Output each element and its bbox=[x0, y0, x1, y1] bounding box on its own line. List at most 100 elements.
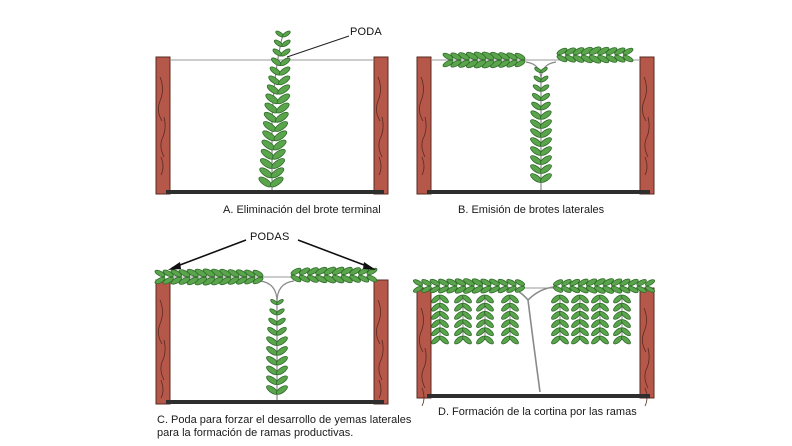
leaf bbox=[307, 267, 319, 276]
leaf bbox=[540, 84, 550, 92]
leaf bbox=[588, 54, 602, 64]
leaf bbox=[471, 278, 484, 287]
leaf bbox=[579, 319, 589, 328]
leaf bbox=[202, 276, 216, 286]
leaf bbox=[610, 278, 623, 287]
leaf bbox=[585, 278, 598, 287]
leaf bbox=[644, 279, 656, 287]
leaf bbox=[332, 274, 345, 284]
leaf bbox=[498, 52, 510, 61]
leaf bbox=[484, 335, 494, 345]
leaf bbox=[484, 319, 494, 328]
leaf bbox=[569, 285, 581, 294]
leaf bbox=[539, 119, 552, 129]
leaf bbox=[559, 302, 569, 312]
leaf bbox=[572, 47, 585, 56]
leaf bbox=[276, 327, 287, 336]
leaf bbox=[621, 335, 631, 345]
leaf bbox=[540, 75, 549, 83]
wood-grain bbox=[376, 76, 384, 176]
leaf bbox=[349, 267, 361, 276]
leaf bbox=[421, 279, 432, 287]
leaf bbox=[561, 279, 572, 287]
leaf bbox=[484, 311, 494, 320]
leaf bbox=[236, 276, 248, 285]
leaf bbox=[275, 346, 288, 356]
leaf bbox=[458, 52, 470, 61]
leaf bbox=[514, 52, 526, 61]
trellis-post bbox=[373, 56, 389, 195]
leaf bbox=[178, 276, 191, 285]
leaf bbox=[490, 59, 502, 69]
leaf bbox=[614, 47, 626, 56]
trellis-frames bbox=[155, 56, 655, 407]
ground-line bbox=[427, 394, 650, 398]
leaf bbox=[597, 46, 610, 56]
leaf bbox=[539, 137, 552, 147]
wood-grain bbox=[419, 76, 427, 176]
leaf bbox=[588, 46, 602, 56]
leaf bbox=[202, 268, 216, 278]
podas-arrow-left bbox=[171, 239, 247, 269]
leaf bbox=[619, 285, 631, 294]
leaf bbox=[509, 327, 519, 337]
leaf bbox=[599, 335, 609, 345]
leaf bbox=[579, 302, 589, 312]
leaf bbox=[636, 285, 647, 293]
leaf bbox=[619, 278, 631, 287]
leaf bbox=[556, 54, 568, 63]
leaf bbox=[621, 302, 631, 312]
leaf bbox=[539, 164, 552, 174]
leaf bbox=[572, 54, 585, 63]
podas-arrowhead-right bbox=[363, 262, 376, 270]
leaf bbox=[275, 111, 289, 123]
leaf bbox=[539, 128, 552, 138]
leaf bbox=[514, 59, 526, 68]
leaf bbox=[277, 84, 291, 95]
leaf bbox=[509, 302, 519, 312]
leaf bbox=[280, 48, 291, 57]
leaf bbox=[439, 335, 449, 345]
leaf bbox=[442, 59, 454, 68]
leaf bbox=[462, 319, 472, 328]
caption-c-line1: C. Poda para forzar el desarrollo de yem… bbox=[157, 414, 412, 426]
leaf bbox=[429, 278, 441, 287]
leaf bbox=[340, 266, 353, 276]
leaf bbox=[276, 308, 285, 316]
leaf bbox=[279, 66, 291, 76]
leaf bbox=[279, 57, 291, 67]
caption-d: D. Formación de la cortina por las ramas bbox=[438, 406, 637, 418]
leaf bbox=[454, 285, 467, 294]
leaf bbox=[579, 327, 589, 337]
leaf bbox=[412, 285, 424, 293]
leaf bbox=[621, 294, 631, 304]
leaf bbox=[605, 47, 618, 56]
leaf bbox=[340, 274, 353, 284]
leaf bbox=[463, 285, 475, 294]
leaf bbox=[194, 276, 207, 286]
leaf bbox=[162, 269, 174, 278]
leaf bbox=[602, 285, 614, 294]
trellis-post bbox=[416, 56, 432, 195]
leaf bbox=[315, 274, 328, 284]
leaf bbox=[219, 276, 232, 286]
podas-label: PODAS bbox=[250, 231, 290, 243]
leaf bbox=[194, 268, 207, 278]
leaf bbox=[509, 311, 519, 320]
ground-line bbox=[166, 400, 384, 404]
leaf bbox=[323, 274, 336, 284]
leaf bbox=[579, 294, 589, 304]
leaf bbox=[252, 269, 264, 278]
leaf bbox=[621, 319, 631, 328]
podas-arrowhead-left bbox=[168, 262, 181, 270]
leaf bbox=[298, 274, 310, 283]
leaf bbox=[275, 355, 288, 366]
leaf bbox=[439, 319, 449, 328]
leaf bbox=[497, 278, 509, 287]
leaf bbox=[490, 51, 502, 61]
leaf bbox=[332, 266, 345, 276]
trellis-post bbox=[639, 287, 655, 399]
leaf bbox=[509, 335, 519, 345]
